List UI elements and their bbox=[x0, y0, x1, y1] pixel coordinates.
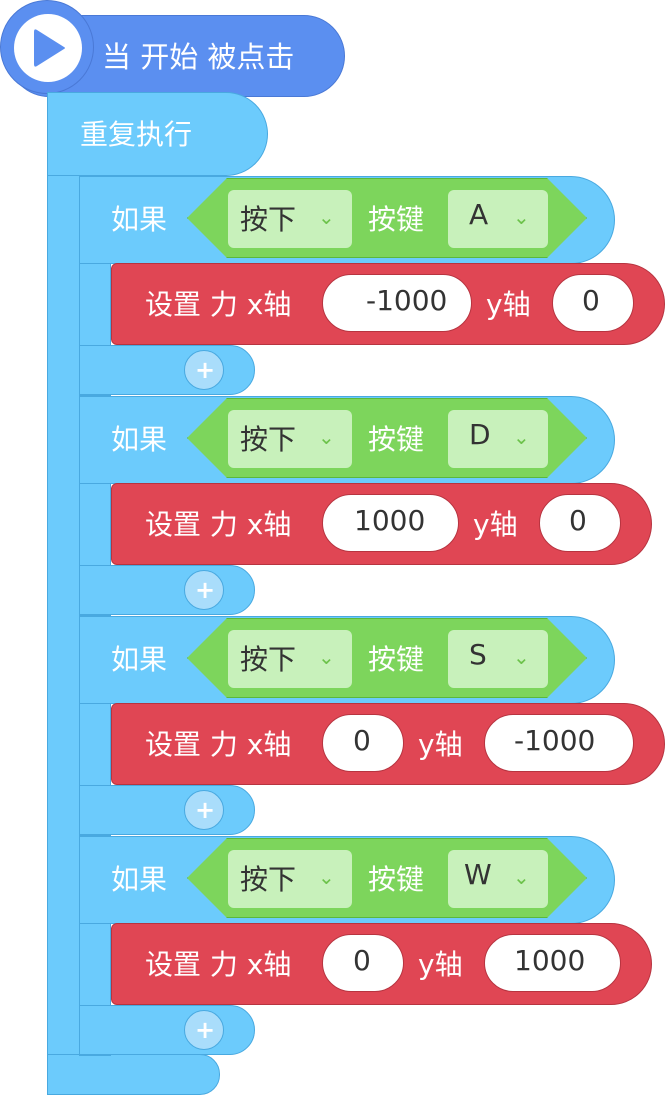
force-y-input[interactable] bbox=[484, 714, 634, 772]
chevron-down-icon: ⌄ bbox=[513, 205, 530, 229]
chevron-down-icon: ⌄ bbox=[318, 425, 335, 449]
force-x-input[interactable] bbox=[322, 714, 404, 772]
force-y-input[interactable] bbox=[484, 934, 621, 992]
plus-icon: + bbox=[195, 576, 216, 604]
force-y-value: 0 bbox=[569, 504, 587, 537]
set-force-label: 设置 力 x轴 bbox=[145, 288, 292, 321]
key-value: S bbox=[469, 638, 487, 671]
play-icon-background bbox=[14, 14, 82, 82]
plus-icon: + bbox=[195, 356, 216, 384]
if-label: 如果 bbox=[111, 203, 168, 236]
key-label: 按键 bbox=[368, 423, 425, 456]
key-label: 按键 bbox=[368, 643, 425, 676]
press-state-value: 按下 bbox=[240, 643, 297, 676]
press-state-value: 按下 bbox=[240, 423, 297, 456]
chevron-down-icon: ⌄ bbox=[513, 865, 530, 889]
forever-block-foot[interactable] bbox=[47, 1054, 220, 1095]
add-block-button[interactable] bbox=[184, 1010, 224, 1050]
plus-icon: + bbox=[195, 796, 216, 824]
add-block-button[interactable] bbox=[184, 350, 224, 390]
add-block-button[interactable] bbox=[184, 790, 224, 830]
if-label: 如果 bbox=[111, 423, 168, 456]
forever-block-rail[interactable] bbox=[47, 92, 82, 1095]
press-state-dropdown[interactable] bbox=[228, 630, 352, 688]
key-value: W bbox=[464, 858, 492, 891]
set-force-label: 设置 力 x轴 bbox=[145, 948, 292, 981]
hat-block-label: 当 开始 被点击 bbox=[102, 40, 295, 74]
y-axis-label: y轴 bbox=[418, 728, 463, 761]
if-block-foot[interactable] bbox=[79, 1005, 255, 1055]
if-block-foot[interactable] bbox=[79, 785, 255, 835]
chevron-down-icon: ⌄ bbox=[318, 645, 335, 669]
y-axis-label: y轴 bbox=[473, 508, 518, 541]
chevron-down-icon: ⌄ bbox=[318, 865, 335, 889]
if-label: 如果 bbox=[111, 643, 168, 676]
press-state-dropdown[interactable] bbox=[228, 850, 352, 908]
chevron-down-icon: ⌄ bbox=[318, 205, 335, 229]
force-x-value: -1000 bbox=[366, 284, 448, 317]
key-label: 按键 bbox=[368, 863, 425, 896]
if-block-foot[interactable] bbox=[79, 345, 255, 395]
key-dropdown[interactable] bbox=[448, 190, 548, 248]
key-value: A bbox=[469, 198, 489, 231]
force-y-input[interactable] bbox=[552, 274, 634, 332]
press-state-value: 按下 bbox=[240, 863, 297, 896]
forever-block[interactable] bbox=[47, 92, 268, 176]
set-force-label: 设置 力 x轴 bbox=[145, 508, 292, 541]
chevron-down-icon: ⌄ bbox=[513, 645, 530, 669]
key-dropdown[interactable] bbox=[448, 850, 548, 908]
if-label: 如果 bbox=[111, 863, 168, 896]
chevron-down-icon: ⌄ bbox=[513, 425, 530, 449]
force-x-input[interactable] bbox=[322, 934, 404, 992]
force-y-value: 0 bbox=[582, 284, 600, 317]
key-dropdown[interactable] bbox=[448, 410, 548, 468]
y-axis-label: y轴 bbox=[486, 288, 531, 321]
if-block-foot[interactable] bbox=[79, 565, 255, 615]
key-dropdown[interactable] bbox=[448, 630, 548, 688]
force-y-value: -1000 bbox=[514, 724, 596, 757]
key-label: 按键 bbox=[368, 203, 425, 236]
force-x-value: 1000 bbox=[354, 504, 426, 537]
press-state-value: 按下 bbox=[240, 203, 297, 236]
press-state-dropdown[interactable] bbox=[228, 190, 352, 248]
press-state-dropdown[interactable] bbox=[228, 410, 352, 468]
y-axis-label: y轴 bbox=[418, 948, 463, 981]
force-x-input[interactable] bbox=[322, 274, 472, 332]
force-y-input[interactable] bbox=[539, 494, 621, 552]
key-value: D bbox=[469, 418, 491, 451]
force-x-input[interactable] bbox=[322, 494, 459, 552]
set-force-label: 设置 力 x轴 bbox=[145, 728, 292, 761]
force-x-value: 0 bbox=[353, 724, 371, 757]
forever-block-label: 重复执行 bbox=[80, 118, 193, 151]
force-x-value: 0 bbox=[353, 944, 371, 977]
add-block-button[interactable] bbox=[184, 570, 224, 610]
play-icon bbox=[34, 29, 65, 67]
plus-icon: + bbox=[195, 1016, 216, 1044]
hat-play-circle[interactable] bbox=[0, 0, 94, 94]
force-y-value: 1000 bbox=[514, 944, 586, 977]
